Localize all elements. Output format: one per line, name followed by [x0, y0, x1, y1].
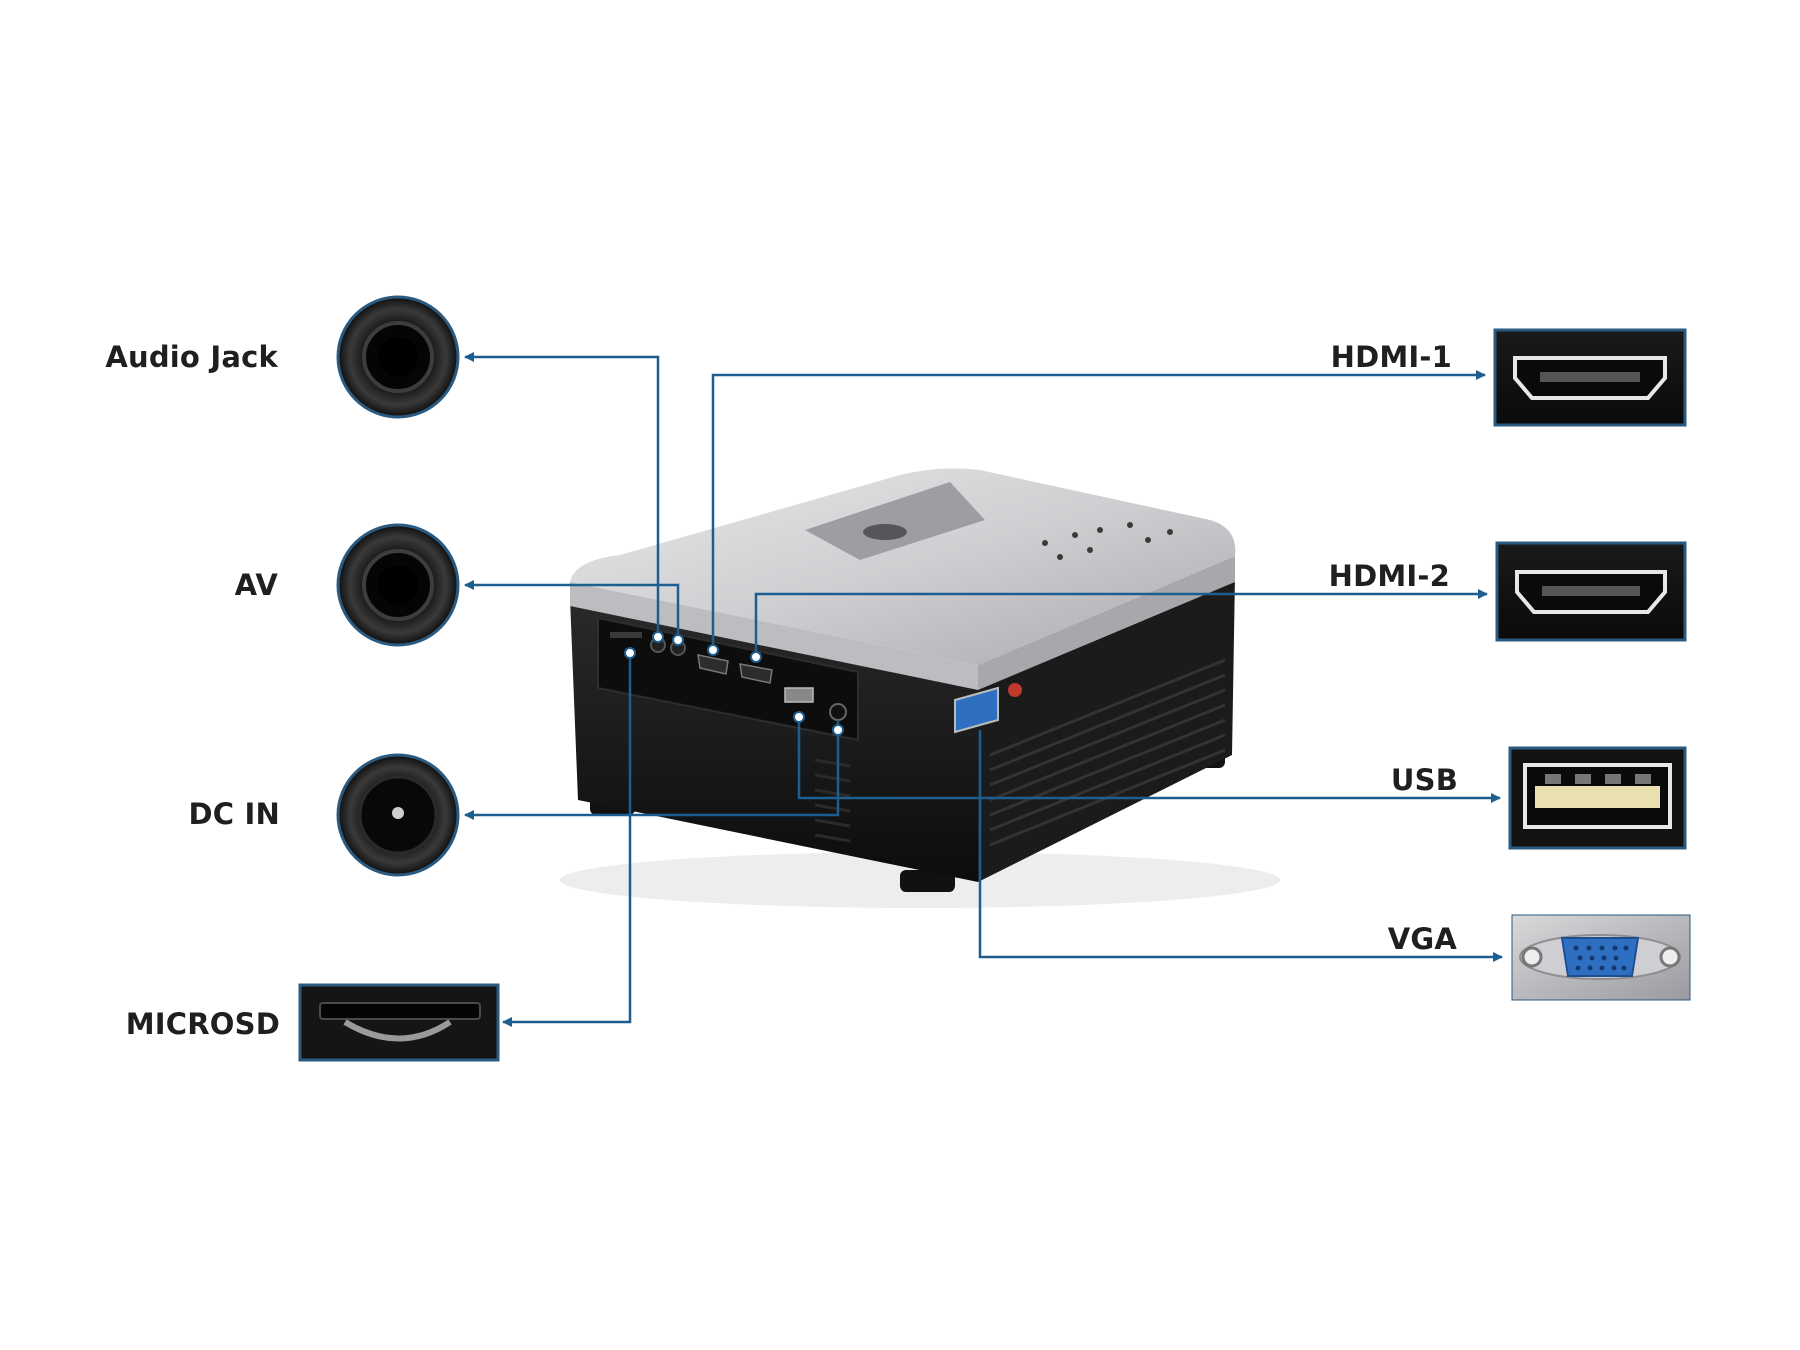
- hdmi-port-icon: [1493, 328, 1687, 427]
- projector-device: [560, 468, 1280, 908]
- microsd-slot-icon: [298, 983, 500, 1062]
- label-microsd: MICROSD: [125, 1007, 280, 1041]
- port-marker-dots: [624, 631, 844, 736]
- label-hdmi-1: HDMI-1: [1330, 340, 1452, 374]
- label-usb: USB: [1390, 763, 1458, 797]
- connector-hdmi-1: [711, 370, 1486, 650]
- label-vga: VGA: [1387, 922, 1457, 956]
- round-jack-icon: [336, 523, 460, 647]
- label-dc-in: DC IN: [188, 797, 280, 831]
- connector-usb: [797, 717, 1501, 803]
- label-av: AV: [234, 568, 278, 602]
- connector-vga: [978, 730, 1503, 962]
- connector-hdmi-2: [754, 589, 1488, 657]
- connector-lines: [464, 352, 1503, 1027]
- usb-port-icon: [1508, 746, 1687, 850]
- hdmi-port-icon: [1495, 541, 1687, 642]
- dc-barrel-icon: [336, 753, 460, 877]
- label-audio-jack: Audio Jack: [105, 340, 278, 374]
- connector-av: [464, 580, 680, 640]
- round-jack-icon: [336, 295, 460, 419]
- label-hdmi-2: HDMI-2: [1328, 559, 1450, 593]
- connector-audio-jack: [464, 352, 660, 637]
- connector-microsd: [502, 653, 632, 1027]
- vga-port-icon: [1511, 914, 1691, 1001]
- connector-dc-in: [464, 720, 840, 820]
